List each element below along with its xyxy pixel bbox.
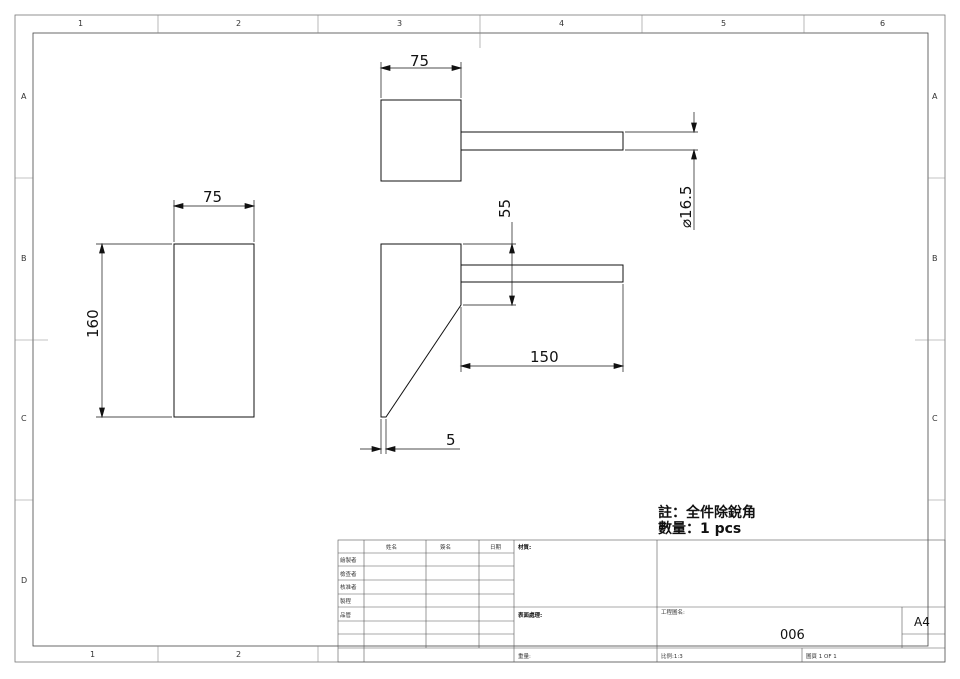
dim-front-offset: 55: [496, 199, 514, 218]
zone-right-a: A: [932, 92, 938, 101]
zone-left-b: B: [21, 254, 27, 263]
side-view-block: [173, 243, 255, 418]
side-view-dims: [96, 200, 256, 419]
tb-row-mfg: 製程: [340, 597, 352, 605]
zone-bottom-2: 2: [236, 650, 241, 659]
tb-col-date: 日期: [490, 544, 502, 551]
tb-row-check: 檢查者: [340, 570, 357, 578]
tb-row-draw: 繪製者: [340, 556, 357, 564]
inner-border: [32, 32, 929, 647]
zone-top-1: 1: [78, 19, 83, 28]
outer-border: [14, 14, 946, 663]
tb-col-name: 姓名: [386, 543, 397, 551]
tb-drawing-name-label: 工程圖名:: [661, 608, 685, 616]
front-view: [380, 243, 624, 418]
dim-bottom-width: 5: [446, 431, 456, 449]
title-block: [337, 539, 946, 663]
zone-bottom-1: 1: [90, 650, 95, 659]
tb-row-qa: 品管: [340, 611, 352, 619]
dim-handle-length: 150: [530, 348, 559, 366]
tb-material-label: 材質:: [518, 543, 531, 551]
tb-surface-label: 表面處理:: [517, 611, 542, 619]
zone-right-b: B: [932, 254, 938, 263]
tb-sheet: 圖頁 1 OF 1: [806, 653, 837, 660]
zone-top-6: 6: [880, 19, 885, 28]
tb-drawing-number: 006: [780, 628, 805, 643]
top-view-block: [380, 99, 462, 182]
dim-top-view-width: 75: [410, 52, 429, 70]
zone-left-a: A: [21, 92, 27, 101]
front-view-block: [380, 243, 462, 418]
zone-left-c: C: [21, 414, 27, 423]
zone-top-3: 3: [397, 19, 402, 28]
note-line-2: 數量：1 pcs: [658, 520, 741, 537]
zone-left-d: D: [21, 576, 27, 585]
dim-diameter: ⌀16.5: [677, 186, 695, 228]
side-view: [173, 243, 255, 418]
tb-row-approve: 核准者: [340, 583, 357, 591]
front-view-handle: [460, 264, 624, 283]
zone-right-c: C: [932, 414, 938, 423]
note-line-1: 註：全件除銳角: [658, 504, 756, 521]
tb-weight-label: 重量:: [518, 652, 531, 660]
tb-col-sign: 簽名: [440, 543, 451, 551]
top-view-handle: [460, 131, 624, 151]
tb-sheet-size: A4: [914, 615, 930, 629]
tb-scale: 比例:1:3: [661, 652, 683, 660]
front-view-dims: [360, 222, 625, 454]
zone-ticks: [15, 15, 945, 662]
dim-side-view-height: 160: [84, 309, 102, 338]
zone-top-2: 2: [236, 19, 241, 28]
top-view-dims: [379, 62, 698, 230]
dim-side-view-width: 75: [203, 188, 222, 206]
zone-top-5: 5: [721, 19, 726, 28]
top-view: [380, 99, 624, 182]
zone-top-4: 4: [559, 19, 564, 28]
